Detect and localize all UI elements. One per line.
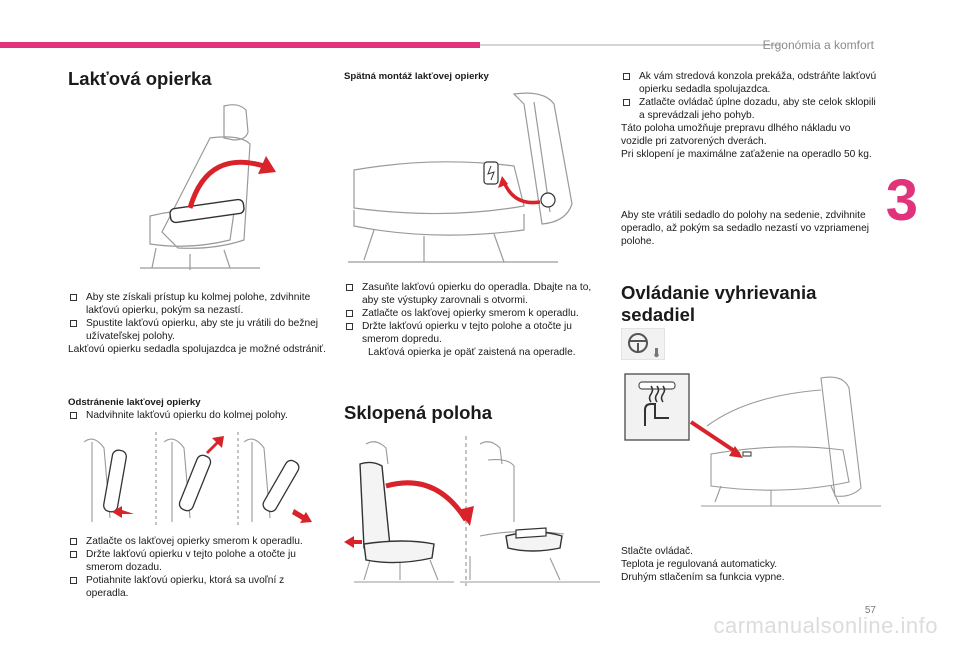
paragraph-line: Pri sklopení je maximálne zaťaženie na o… [621, 149, 872, 160]
bullet-item: Ak vám stredová konzola prekáža, odstráň… [621, 70, 883, 96]
chapter-number: 3 [885, 168, 918, 233]
armrest-removal-illustration [78, 432, 328, 527]
armrest-heading: Lakťová opierka [68, 68, 212, 89]
seat-heating-icon [621, 328, 665, 360]
bullet-item: Aby ste získali prístup ku kolmej polohe… [68, 291, 328, 317]
watermark: carmanualsonline.info [713, 613, 938, 638]
page-number: 57 [864, 605, 876, 616]
seat-heating-heading-line2: sedadiel [621, 304, 696, 325]
removal-subheading: Odstránenie lakťovej opierky [68, 397, 201, 408]
paragraph-line: Stlačte ovládač. [621, 546, 693, 557]
header-divider [480, 44, 780, 46]
indent-note: Lakťová opierka je opäť zaistená na oper… [368, 347, 576, 358]
bullet-item: Spustite lakťovú opierku, aby ste ju vrá… [68, 317, 328, 343]
paragraph-line: Druhým stlačením sa funkcia vypne. [621, 572, 785, 583]
paragraph-line: Teplota je regulovaná automaticky. [621, 559, 778, 570]
bullet-item: Držte lakťovú opierku v tejto polohe a o… [344, 320, 606, 346]
seat-heating-illustration [621, 366, 883, 511]
section-title: Ergonómia a komfort [762, 38, 874, 52]
paragraph: Aby ste vrátili sedadlo do polohy na sed… [621, 210, 870, 247]
seat-heating-heading: Ovládanie vyhrievania [621, 282, 817, 303]
bullet-item: Zasuňte lakťovú opierku do operadla. Dba… [344, 281, 606, 307]
bullet-item: Nadvihnite lakťovú opierku do kolmej pol… [68, 409, 328, 422]
bullet-item: Zatlačte os lakťovej opierky smerom k op… [344, 307, 606, 320]
bullet-item: Zatlačte os lakťovej opierky smerom k op… [68, 535, 328, 548]
paragraph-line: Táto poloha umožňuje prepravu dlhého nák… [621, 123, 851, 147]
folded-seat-illustration [340, 436, 606, 586]
folded-position-heading: Sklopená poloha [344, 402, 493, 423]
bullet-item: Potiahnite lakťovú opierku, ktorá sa uvo… [68, 574, 328, 600]
reinstall-subheading: Spätná montáž lakťovej opierky [344, 71, 489, 82]
armrest-illustration [120, 98, 290, 273]
bullet-item: Držte lakťovú opierku v tejto polohe a o… [68, 548, 328, 574]
header-accent-bar [0, 42, 480, 48]
paragraph: Lakťovú opierku sedadla spolujazdca je m… [68, 344, 326, 355]
armrest-reinstall-illustration [344, 90, 594, 270]
bullet-item: Zatlačte ovládač úplne dozadu, aby ste c… [621, 96, 883, 122]
